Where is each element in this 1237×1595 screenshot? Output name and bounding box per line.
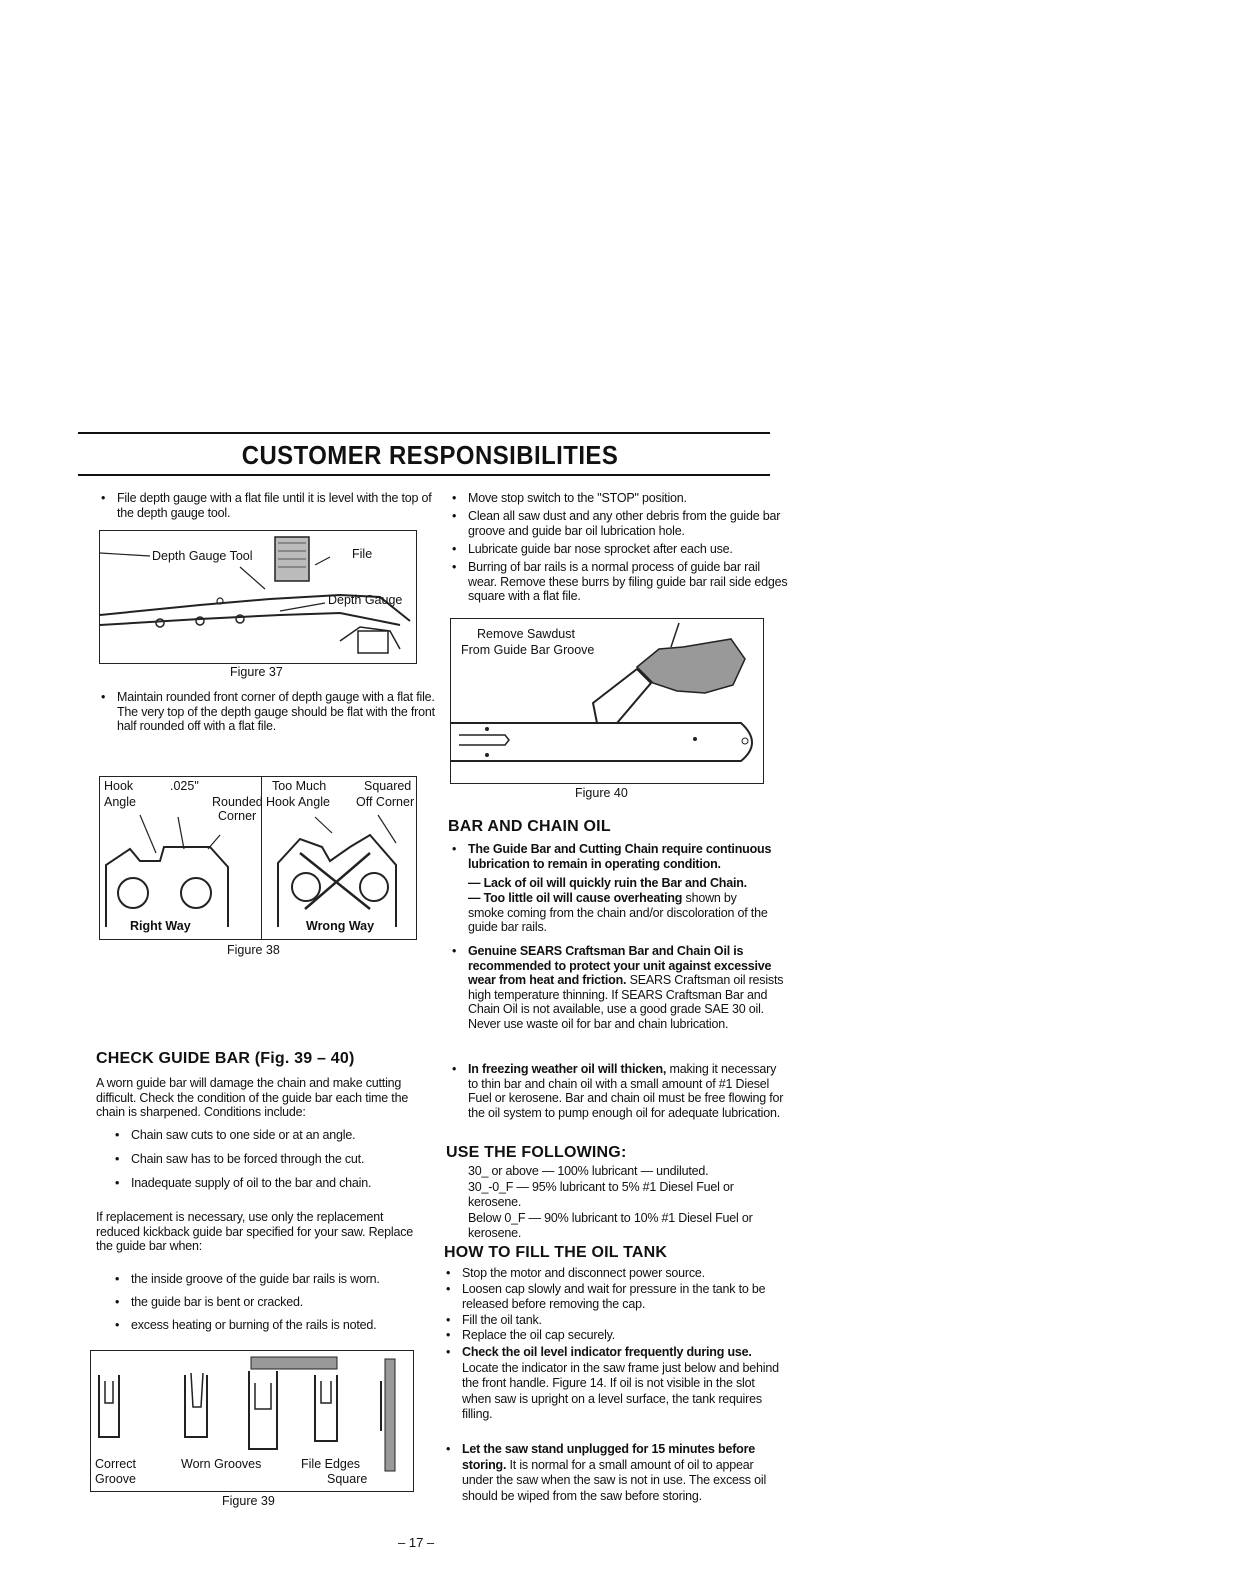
page-number: – 17 – <box>398 1535 435 1550</box>
fig38-wrong-way: Wrong Way <box>306 919 375 933</box>
page-title: CUSTOMER RESPONSIBILITIES <box>241 440 619 470</box>
left-bullet-2: Maintain rounded front corner of depth g… <box>98 690 442 734</box>
oil-bullet-1: The Guide Bar and Cutting Chain require … <box>449 842 786 871</box>
oil-bullet-3-rest: making it necessary to thin bar and chai… <box>468 1062 784 1120</box>
fig38-off-corner: Off Corner <box>356 795 415 809</box>
figure-38-divider <box>261 777 262 939</box>
figure-40: Remove Sawdust From Guide Bar Groove <box>450 618 764 784</box>
fig39-correct: Correct <box>95 1457 136 1471</box>
fig39-square: Square <box>327 1472 368 1486</box>
fill-bullet-6-bold: Let the saw stand unplugged for 15 minut… <box>462 1442 756 1472</box>
figure-39-illustration <box>98 1356 396 1472</box>
oil-dash-2-rest: shown by smoke coming from the chain and… <box>468 891 768 934</box>
fill-oil-tank-heading: HOW TO FILL THE OIL TANK <box>444 1244 668 1261</box>
oil-bullet-3-bold: In freezing weather oil will thicken, <box>468 1062 667 1076</box>
fill-item: Loosen cap slowly and wait for pressure … <box>443 1282 784 1311</box>
fig37-label-file: File <box>352 547 373 561</box>
fill-item: Stop the motor and disconnect power sour… <box>443 1266 784 1281</box>
oil-dash-2: — Too little oil will cause overheating … <box>468 891 768 935</box>
fig39-groove: Groove <box>95 1472 136 1486</box>
fig40-line2: From Guide Bar Groove <box>461 643 595 657</box>
figure-38-caption: Figure 38 <box>227 943 280 957</box>
header-bottom-rule <box>78 474 770 476</box>
figure-39-caption: Figure 39 <box>222 1494 275 1508</box>
oil-bullet-2: Genuine SEARS Craftsman Bar and Chain Oi… <box>449 944 786 1031</box>
use-line: Below 0_F — 90% lubricant to 10% #1 Dies… <box>468 1211 753 1240</box>
fig37-label-gauge: Depth Gauge <box>328 593 403 607</box>
right-top-bullet: Clean all saw dust and any other debris … <box>449 509 788 538</box>
replace-item: the guide bar is bent or cracked. <box>112 1295 431 1310</box>
fig38-squared: Squared <box>364 779 412 793</box>
right-top-bullet: Move stop switch to the "STOP" position. <box>449 491 788 506</box>
oil-bullet-2-bold: Genuine SEARS Craftsman Bar and Chain Oi… <box>468 944 772 987</box>
condition-item: Chain saw cuts to one side or at an angl… <box>112 1128 431 1143</box>
figure-40-illustration <box>451 622 753 762</box>
fill-item: Replace the oil cap securely. <box>443 1328 784 1343</box>
oil-bullet-3: In freezing weather oil will thicken, ma… <box>449 1062 786 1120</box>
oil-bullet-1-bold: The Guide Bar and Cutting Chain require … <box>468 842 772 871</box>
fig38-rounded: Rounded <box>212 795 263 809</box>
fig38-dim: .025" <box>170 779 199 793</box>
use-line: 30_ or above — 100% lubricant — undilute… <box>468 1164 709 1178</box>
oil-dash-1: — Lack of oil will quickly ruin the Bar … <box>468 876 747 890</box>
condition-item: Inadequate supply of oil to the bar and … <box>112 1176 431 1191</box>
check-guide-bar-paragraph: A worn guide bar will damage the chain a… <box>96 1076 409 1119</box>
fill-bullet-5: Check the oil level indicator frequently… <box>443 1345 784 1423</box>
figure-37: Depth Gauge Tool File Depth Gauge <box>99 530 417 664</box>
figure-38-illustration <box>105 814 397 927</box>
figure-37-caption: Figure 37 <box>230 665 283 679</box>
fig38-hook-angle: Hook Angle <box>266 795 330 809</box>
figure-37-illustration <box>100 536 411 654</box>
oil-dash-2-bold: — Too little oil will cause overheating <box>468 891 683 905</box>
fill-bullet-5-bold: Check the oil level indicator frequently… <box>462 1345 752 1359</box>
fig37-label-tool: Depth Gauge Tool <box>152 549 253 563</box>
fill-item: Fill the oil tank. <box>443 1313 784 1328</box>
header-top-rule <box>78 432 770 434</box>
right-top-bullet: Burring of bar rails is a normal process… <box>449 560 788 604</box>
fig39-worn: Worn Grooves <box>181 1457 262 1471</box>
replace-paragraph: If replacement is necessary, use only th… <box>96 1210 414 1253</box>
replace-item: the inside groove of the guide bar rails… <box>112 1272 431 1287</box>
fig38-corner: Corner <box>218 809 257 823</box>
oil-bullet-2-rest: SEARS Craftsman oil resists high tempera… <box>468 973 784 1031</box>
condition-item: Chain saw has to be forced through the c… <box>112 1152 431 1167</box>
figure-40-caption: Figure 40 <box>575 786 628 800</box>
use-following-heading: USE THE FOLLOWING: <box>446 1144 627 1161</box>
fig38-too-much: Too Much <box>272 779 327 793</box>
fill-bullet-6: Let the saw stand unplugged for 15 minut… <box>443 1442 784 1504</box>
use-line: 30_-0_F — 95% lubricant to 5% #1 Diesel … <box>468 1180 734 1209</box>
fill-bullet-6-rest: It is normal for a small amount of oil t… <box>462 1457 767 1503</box>
fig38-right-way: Right Way <box>130 919 191 933</box>
fig38-hook: Hook <box>104 779 134 793</box>
right-top-bullet: Lubricate guide bar nose sprocket after … <box>449 542 788 557</box>
fig38-angle: Angle <box>104 795 136 809</box>
check-guide-bar-heading: CHECK GUIDE BAR (Fig. 39 – 40) <box>96 1050 355 1067</box>
replace-item: excess heating or burning of the rails i… <box>112 1318 431 1333</box>
fig40-line1: Remove Sawdust <box>477 627 575 641</box>
figure-39: Correct Groove Worn Grooves File Edges S… <box>90 1350 414 1492</box>
left-bullet-1: File depth gauge with a flat file until … <box>98 491 442 520</box>
fig39-file-edges: File Edges <box>301 1457 361 1471</box>
fill-bullet-5-rest: Locate the indicator in the saw frame ju… <box>462 1360 779 1422</box>
bar-chain-oil-heading: BAR AND CHAIN OIL <box>448 818 611 835</box>
figure-38: Hook Angle .025" Rounded Corner Too Much… <box>99 776 417 940</box>
